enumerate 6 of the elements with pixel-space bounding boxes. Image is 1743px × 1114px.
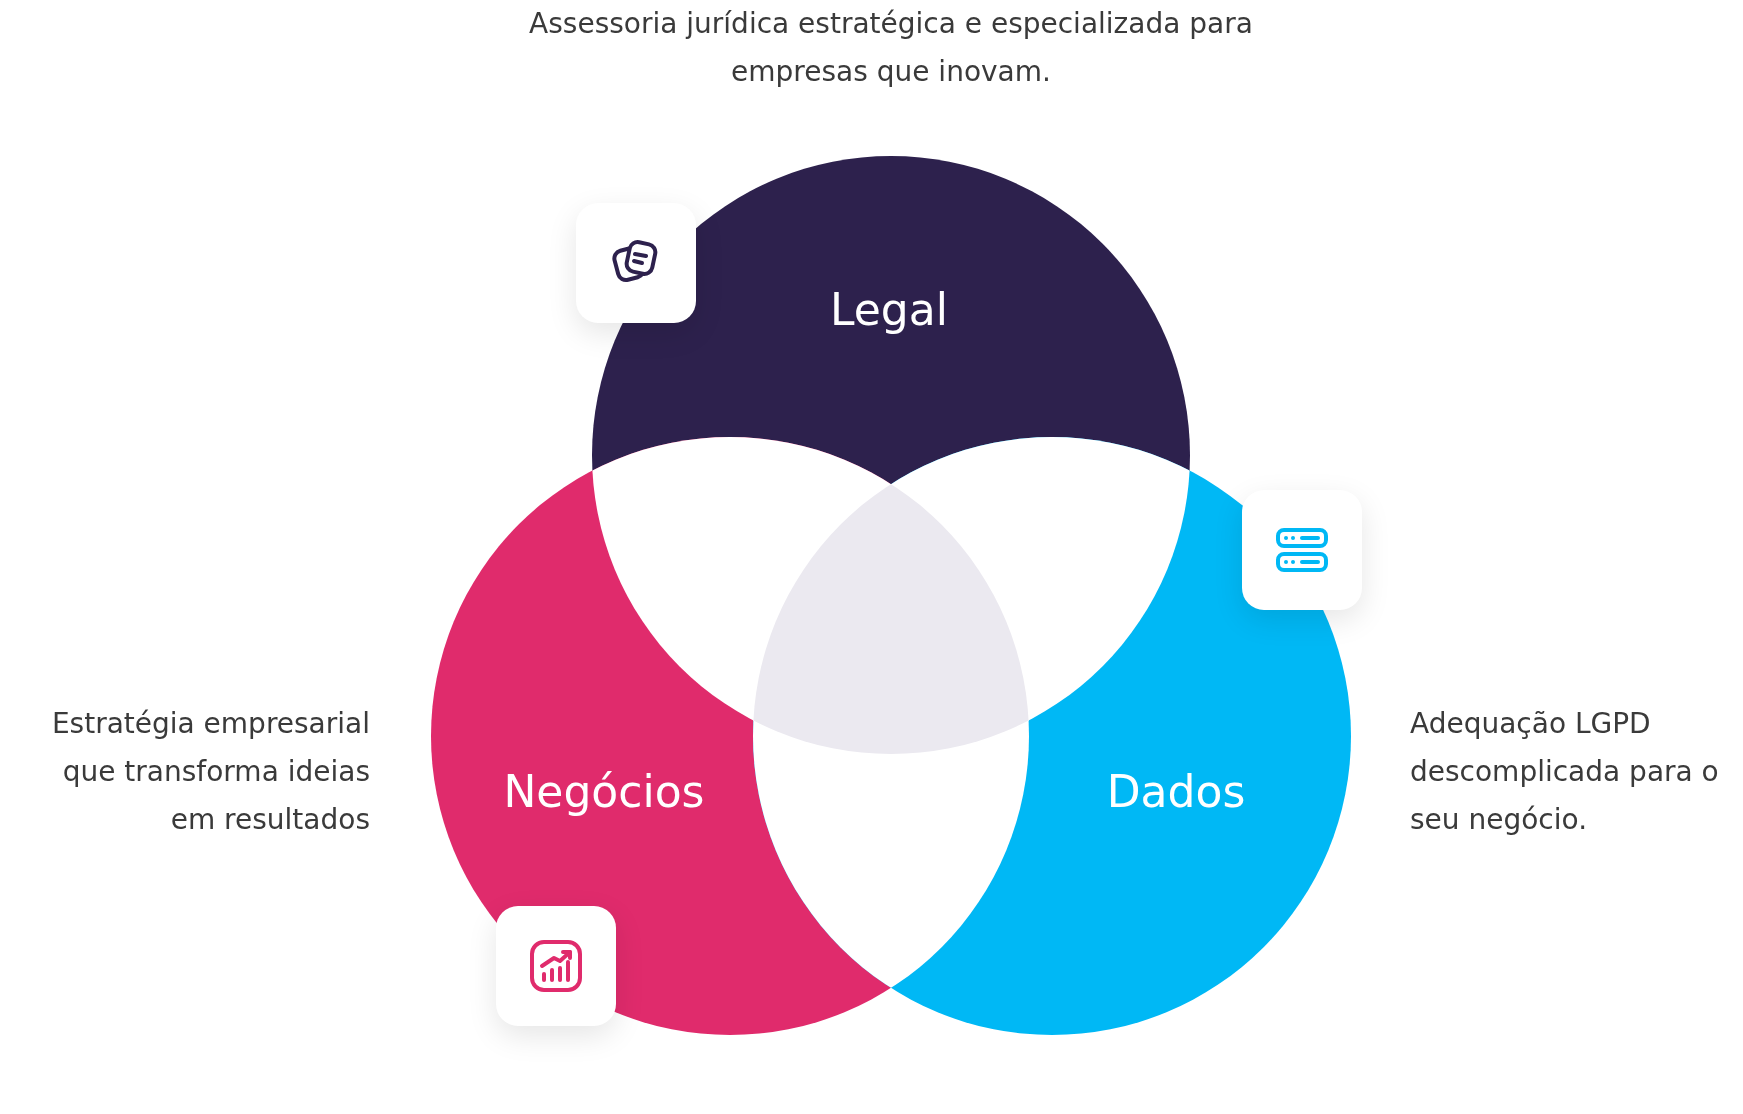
circle-label: Legal bbox=[830, 283, 948, 335]
description-text: Adequação LGPD descomplicada para o seu negócio. bbox=[1410, 706, 1720, 838]
description-text: Estratégia empresarial que transforma ideias em resultados bbox=[50, 706, 370, 838]
description-text: Assessoria jurídica estratégica e especializada para empresas que inovam. bbox=[528, 6, 1254, 90]
circle-label: Negócios bbox=[503, 765, 705, 817]
circle-label: Dados bbox=[1106, 765, 1246, 817]
